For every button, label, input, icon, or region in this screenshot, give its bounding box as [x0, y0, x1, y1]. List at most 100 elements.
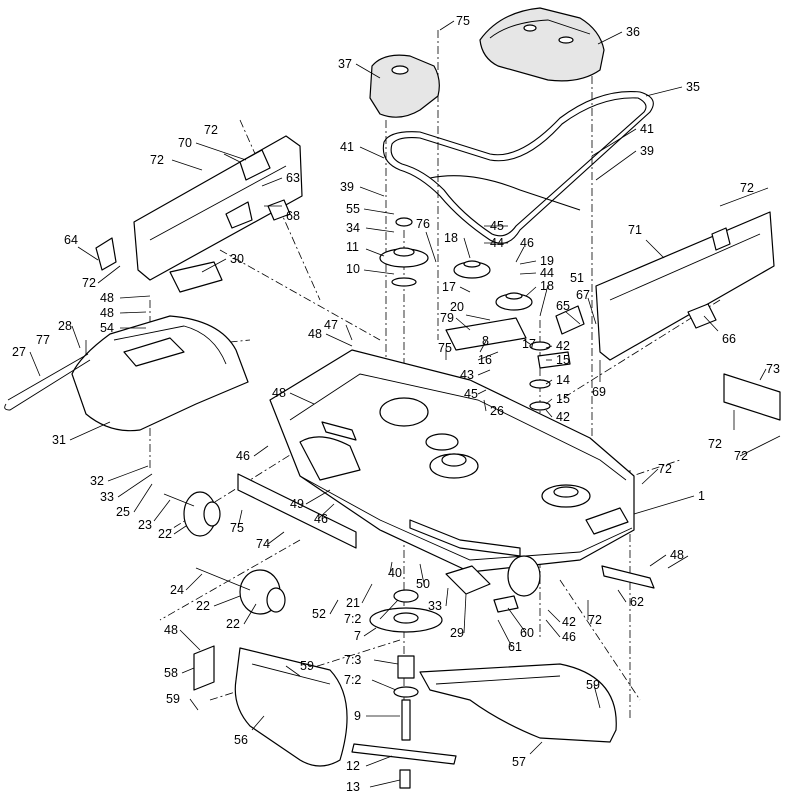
- callout-46: 46: [562, 630, 576, 644]
- callout-15: 15: [556, 392, 570, 406]
- callout-71: 71: [628, 223, 642, 237]
- callout-42: 42: [556, 339, 570, 353]
- callout-41: 41: [340, 140, 354, 154]
- callout-57: 57: [512, 755, 526, 769]
- front-bar: [237, 473, 357, 549]
- callout-48: 48: [670, 548, 684, 562]
- callout-7-2: 7:2: [344, 612, 361, 626]
- callout-39: 39: [640, 144, 654, 158]
- pulleys: [379, 217, 551, 411]
- left-bracket: [95, 135, 303, 281]
- callout-59: 59: [586, 678, 600, 692]
- baffle-left: [234, 647, 348, 767]
- callout-48: 48: [308, 327, 322, 341]
- callout-48: 48: [100, 291, 114, 305]
- callout-24: 24: [170, 583, 184, 597]
- callout-65: 65: [556, 299, 570, 313]
- callout-7: 7: [354, 629, 361, 643]
- callout-73: 73: [766, 362, 780, 376]
- callout-45: 45: [490, 219, 504, 233]
- callout-72: 72: [658, 462, 672, 476]
- callout-17: 17: [442, 280, 456, 294]
- callout-25: 25: [116, 505, 130, 519]
- callout-72: 72: [734, 449, 748, 463]
- callout-75: 75: [230, 521, 244, 535]
- callout-11: 11: [346, 240, 359, 254]
- callout-72: 72: [204, 123, 218, 137]
- callout-17: 17: [522, 337, 536, 351]
- spindle-assembly: [351, 589, 457, 789]
- callout-76: 76: [416, 217, 430, 231]
- callout-58: 58: [164, 666, 178, 680]
- callout-26: 26: [490, 404, 504, 418]
- callout-50: 50: [416, 577, 430, 591]
- callout-22: 22: [158, 527, 172, 541]
- callout-10: 10: [346, 262, 360, 276]
- callout-16: 16: [478, 353, 492, 367]
- callout-46: 46: [236, 449, 250, 463]
- callout-18: 18: [540, 279, 554, 293]
- callout-9: 9: [354, 709, 361, 723]
- callout-19: 19: [540, 254, 554, 268]
- belt-cover-right: [479, 7, 605, 82]
- callout-15: 15: [556, 353, 570, 367]
- callout-22: 22: [196, 599, 210, 613]
- callout-67: 67: [576, 288, 590, 302]
- misc-parts: [169, 261, 655, 691]
- callout-72: 72: [740, 181, 754, 195]
- callout-42: 42: [556, 410, 570, 424]
- rollers: [163, 491, 541, 615]
- callout-54: 54: [100, 321, 114, 335]
- callout-8: 8: [482, 334, 489, 348]
- callout-39: 39: [340, 180, 354, 194]
- callout-28: 28: [58, 319, 72, 333]
- callout-55: 55: [346, 202, 360, 216]
- callout-75: 75: [438, 341, 452, 355]
- callout-64: 64: [64, 233, 78, 247]
- callout-74: 74: [256, 537, 270, 551]
- callout-66: 66: [722, 332, 736, 346]
- callout-79: 79: [440, 311, 454, 325]
- callout-61: 61: [508, 640, 522, 654]
- callout-34: 34: [346, 221, 360, 235]
- callout-22: 22: [226, 617, 240, 631]
- callout-12: 12: [346, 759, 360, 773]
- callout-49: 49: [290, 497, 304, 511]
- callout-labels: 75 36 37 35 72 70 72 63 41 41 39 39 68 7…: [12, 14, 780, 794]
- callout-46: 46: [520, 236, 534, 250]
- callout-30: 30: [230, 252, 244, 266]
- callout-52: 52: [312, 607, 326, 621]
- callout-44: 44: [540, 266, 554, 280]
- leader-lines: [29, 20, 781, 788]
- callout-43: 43: [460, 368, 474, 382]
- callout-33: 33: [428, 599, 442, 613]
- callout-37: 37: [338, 57, 352, 71]
- callout-14: 14: [556, 373, 570, 387]
- mower-deck: [269, 349, 635, 573]
- discharge-chute: [71, 315, 249, 432]
- callout-59: 59: [166, 692, 180, 706]
- callout-68: 68: [286, 209, 300, 223]
- drive-belt: [382, 90, 654, 244]
- callout-44: 44: [490, 236, 504, 250]
- belt-cover-left: [369, 54, 440, 118]
- callout-59: 59: [300, 659, 314, 673]
- callout-75: 75: [456, 14, 470, 28]
- callout-42: 42: [562, 615, 576, 629]
- deflector-rod: [4, 353, 91, 411]
- callout-41: 41: [640, 122, 654, 136]
- callout-29: 29: [450, 626, 464, 640]
- callout-27: 27: [12, 345, 26, 359]
- callout-51: 51: [570, 271, 584, 285]
- callout-33: 33: [100, 490, 114, 504]
- callout-70: 70: [178, 136, 192, 150]
- callout-60: 60: [520, 626, 534, 640]
- callout-56: 56: [234, 733, 248, 747]
- callout-72: 72: [150, 153, 164, 167]
- callout-35: 35: [686, 80, 700, 94]
- callout-63: 63: [286, 171, 300, 185]
- callout-72: 72: [588, 613, 602, 627]
- callout-69: 69: [592, 385, 606, 399]
